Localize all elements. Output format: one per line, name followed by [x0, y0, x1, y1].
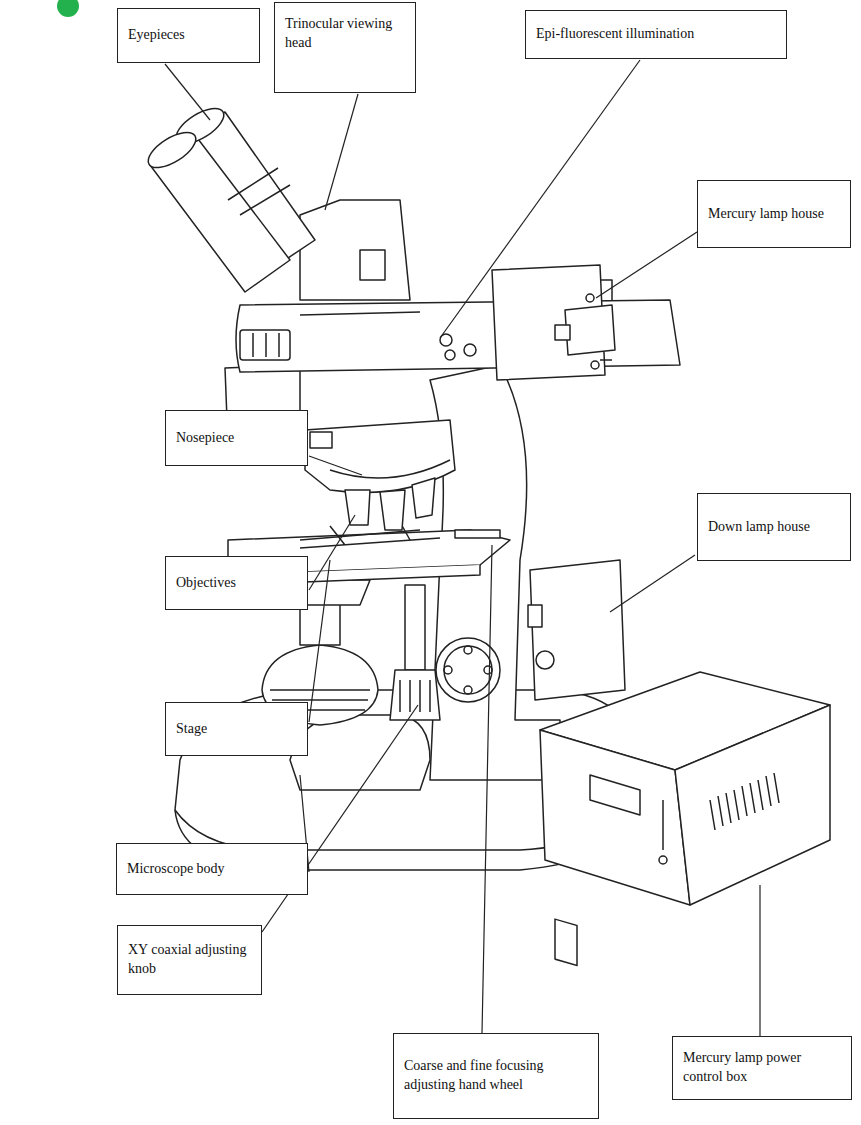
label-text-group: Objectives	[176, 574, 236, 593]
label-text-group: Stage	[176, 720, 207, 739]
leader-line	[610, 555, 695, 612]
label-text-group: Eyepieces	[128, 26, 185, 45]
xy-rod	[405, 585, 425, 670]
part-label: Stage	[176, 720, 207, 739]
leader-line	[309, 515, 355, 590]
label-box: Microscope body	[116, 843, 308, 895]
label-box: Mercury lamp power control box	[672, 1036, 852, 1100]
label-text-group: Microscope body	[127, 860, 225, 879]
label-box: Down lamp house	[697, 493, 851, 561]
objective	[345, 490, 370, 525]
power-box-side	[675, 705, 830, 905]
base-foot	[290, 715, 430, 790]
leader-line	[596, 232, 697, 298]
power-switch	[555, 919, 577, 965]
objective	[380, 490, 405, 530]
leader-line	[440, 60, 640, 338]
down-lamp-house	[530, 560, 625, 700]
part-label: Objectives	[176, 574, 236, 593]
leader-line	[309, 456, 362, 475]
label-text-group: Mercury lamp power control box	[683, 1049, 841, 1087]
label-box: Eyepieces	[117, 8, 260, 63]
leader-line	[325, 94, 358, 210]
label-box: Mercury lamp house	[697, 180, 851, 248]
focus-wheel-inner	[444, 646, 492, 694]
head-plate	[360, 250, 385, 280]
leader-line	[309, 560, 330, 722]
label-text-group: Epi-fluorescent illumination	[536, 25, 694, 44]
part-label: Mercury lamp power control box	[683, 1049, 841, 1087]
vent-slots	[710, 773, 779, 830]
xy-knob	[390, 670, 440, 720]
power-display	[590, 775, 640, 815]
lamp-cover	[565, 305, 615, 355]
part-label: Down lamp house	[708, 518, 810, 537]
part-label: Trinocular viewing head	[285, 15, 405, 53]
stage-bar	[455, 530, 500, 538]
label-box: XY coaxial adjusting knob	[117, 925, 262, 995]
label-text-group: Nosepiece	[176, 429, 234, 448]
leader-line	[165, 64, 210, 120]
part-label: Mercury lamp house	[708, 205, 824, 224]
label-text-group: Coarse and fine focusing adjusting hand …	[404, 1057, 588, 1095]
green-dot	[57, 0, 79, 17]
power-box-front	[540, 730, 690, 905]
lamp-knob	[536, 651, 554, 669]
part-label: XY coaxial adjusting knob	[128, 941, 251, 979]
label-box: Trinocular viewing head	[274, 2, 416, 93]
leader-line	[482, 545, 492, 1033]
part-label: Eyepieces	[128, 26, 185, 45]
leader-line	[759, 885, 760, 1036]
lamp-switch	[528, 605, 542, 627]
objective	[412, 478, 435, 518]
stage-clips	[300, 522, 440, 548]
knob-grip	[400, 680, 430, 712]
part-label: Microscope body	[127, 860, 225, 879]
trinocular-head	[300, 200, 410, 300]
label-box: Stage	[165, 702, 308, 756]
nosepiece-slot	[310, 432, 332, 448]
label-box: Coarse and fine focusing adjusting hand …	[393, 1033, 599, 1119]
label-text-group: Mercury lamp house	[708, 205, 824, 224]
label-box: Objectives	[165, 556, 308, 610]
label-text-group: Down lamp house	[708, 518, 810, 537]
filter-cube-panel	[240, 330, 290, 360]
label-box: Epi-fluorescent illumination	[525, 10, 787, 59]
label-text-group: Trinocular viewing head	[285, 15, 405, 53]
part-label: Nosepiece	[176, 429, 234, 448]
label-box: Nosepiece	[165, 410, 308, 466]
epi-illuminator	[236, 300, 680, 372]
label-text-group: XY coaxial adjusting knob	[128, 941, 251, 979]
part-label: Coarse and fine focusing adjusting hand …	[404, 1057, 588, 1095]
part-label: Epi-fluorescent illumination	[536, 25, 694, 44]
